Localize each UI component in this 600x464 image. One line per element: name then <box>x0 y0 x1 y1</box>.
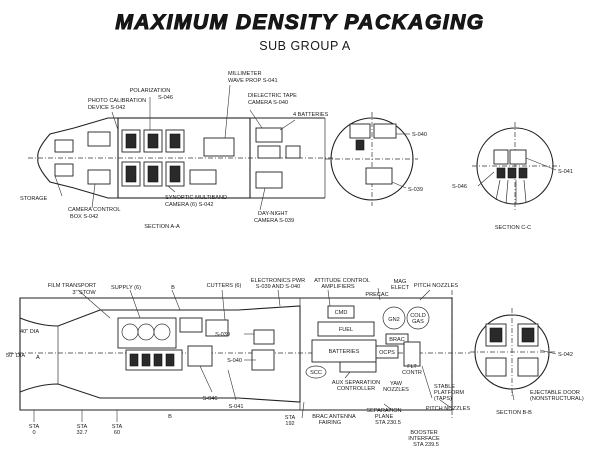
label-cold-gas-2: GAS <box>412 319 424 325</box>
label-stable-platform-2: PLATFORM <box>434 390 464 396</box>
section-cc-view <box>325 112 418 206</box>
brac-box <box>385 333 409 345</box>
label-cc-s046: S-046 <box>452 184 467 190</box>
station-60-label: STA <box>112 424 123 430</box>
label-cold-gas-1: COLD <box>410 313 426 319</box>
station-0-value: 0 <box>32 430 35 436</box>
label-cc-s041: S-041 <box>558 169 573 175</box>
label-lower-s046: S-046 <box>203 396 218 402</box>
label-ejectable-nonstructural: (NONSTRUCTURAL) <box>530 396 584 402</box>
section-bb-view <box>470 308 557 401</box>
label-aux-separation: AUX SEPARATION <box>332 380 380 386</box>
diagram-title: MAXIMUM DENSITY PACKAGING <box>115 11 484 34</box>
label-storage: STORAGE <box>20 196 48 202</box>
label-flt-contr-1: FLT <box>407 364 417 370</box>
label-film-transport-stow: 3" STOW <box>72 290 96 296</box>
label-b-lower: B <box>168 414 172 420</box>
label-mag-elect: ELECT <box>391 285 410 291</box>
label-lower-s039: S-039 <box>215 332 230 338</box>
label-camera-control: CAMERA CONTROL <box>68 207 121 213</box>
label-photo-calibration: PHOTO CALIBRATION <box>88 98 146 104</box>
label-lower-s041: S-041 <box>229 404 244 410</box>
label-polarization: POLARIZATION <box>130 88 171 94</box>
label-day-night: DAY-NIGHT <box>258 211 288 217</box>
station-192-label: STA <box>285 415 296 421</box>
label-gn2: GN2 <box>388 317 400 323</box>
label-50-dia: 50" DIA <box>6 353 25 359</box>
lower-vehicle-view <box>8 290 470 420</box>
section-cc-right-view <box>472 122 560 210</box>
upper-vehicle-view <box>28 117 335 199</box>
section-cc-caption: SECTION C-C <box>495 225 531 231</box>
label-cc-s040: S-040 <box>412 132 427 138</box>
station-32-7-value: 32.7 <box>77 430 88 436</box>
label-photo-calibration-id: DEVICE S-042 <box>88 105 125 111</box>
label-millimeter-id: WAVE PROP S-041 <box>228 78 278 84</box>
label-dielectric: DIELECTRIC TAPE <box>248 93 297 99</box>
ocps-box <box>375 345 399 359</box>
label-film-transport: FILM TRANSPORT <box>48 283 97 289</box>
label-brac-fairing: FAIRING <box>319 420 341 426</box>
label-cmd: CMD <box>335 310 348 316</box>
label-mag: MAG <box>394 279 407 285</box>
label-booster-interface-2: INTERFACE <box>408 436 440 442</box>
label-brac-antenna: BRAC ANTENNA <box>312 414 356 420</box>
label-stable-platform-1: STABLE <box>434 384 455 390</box>
label-batteries-lower: BATTERIES <box>329 349 360 355</box>
label-attitude-control: ATTITUDE CONTROL <box>314 278 370 284</box>
label-pitch-nozzles-bottom: PITCH NOZZLES <box>426 406 470 412</box>
label-separation-plane-3: STA 230.5 <box>375 420 401 426</box>
label-camera-control-id: BOX S-042 <box>70 214 98 220</box>
label-millimeter: MILLIMETER <box>228 71 262 77</box>
label-yaw-nozzles-1: YAW <box>390 381 403 387</box>
label-booster-interface-3: STA 239.5 <box>413 442 439 448</box>
label-a-marker: A <box>36 355 40 361</box>
label-aux-controller: CONTROLLER <box>337 386 375 392</box>
label-batteries-upper: 4 BATTERIES <box>293 112 329 118</box>
label-brac: BRAC <box>389 337 405 343</box>
label-stable-platform-3: (TAPS) <box>434 396 452 402</box>
label-yaw-nozzles-2: NOZZLES <box>383 387 409 393</box>
label-polarization-id: S-046 <box>158 95 173 101</box>
label-40-dia: 40" DIA <box>20 329 39 335</box>
label-cutters: CUTTERS (6) <box>207 283 242 289</box>
section-bb-caption: SECTION B-B <box>496 410 532 416</box>
label-dielectric-id: CAMERA S-040 <box>248 100 288 106</box>
label-synoptic: SYNOPTIC MULTIBAND <box>165 195 227 201</box>
fuel-tank <box>317 321 375 337</box>
diagram-subtitle: SUB GROUP A <box>259 39 351 53</box>
label-precac: PRECAC <box>365 292 388 298</box>
station-0-label: STA <box>29 424 40 430</box>
scc-unit <box>305 365 327 379</box>
label-electronics: ELECTRONICS PWR <box>251 278 305 284</box>
label-attitude-amplifiers: AMPLIFIERS <box>321 284 355 290</box>
label-fuel: FUEL <box>339 327 353 333</box>
label-bb-s042: S-042 <box>558 352 573 358</box>
label-pitch-nozzles-top: PITCH NOZZLES <box>414 283 458 289</box>
gn2-tank <box>382 306 406 330</box>
label-scc: SCC <box>310 370 322 376</box>
label-supply: SUPPLY (6) <box>111 285 141 291</box>
label-electronics-ids: S-039 AND S-040 <box>256 284 300 290</box>
station-60-value: 60 <box>114 430 120 436</box>
station-32-7-label: STA <box>77 424 88 430</box>
station-192-value: 192 <box>285 421 294 427</box>
cmd-box <box>327 305 355 319</box>
label-separation-plane-1: SEPARATION <box>366 408 401 414</box>
label-booster-interface-1: BOOSTER <box>410 430 437 436</box>
label-ejectable-door: EJECTABLE DOOR <box>530 390 580 396</box>
cold-gas-tank <box>406 306 430 330</box>
label-cc-s039: S-039 <box>408 187 423 193</box>
label-flt-contr-2: CONTR <box>402 370 422 376</box>
section-a-caption: SECTION A-A <box>144 224 180 230</box>
label-synoptic-id: CAMERA (6) S-042 <box>165 202 214 208</box>
label-ocps: OCPS <box>379 350 395 356</box>
label-separation-plane-2: PLANE <box>375 414 394 420</box>
label-b-upper: B <box>171 285 175 291</box>
label-day-night-id: CAMERA S-039 <box>254 218 294 224</box>
label-lower-s040: S-040 <box>227 358 242 364</box>
